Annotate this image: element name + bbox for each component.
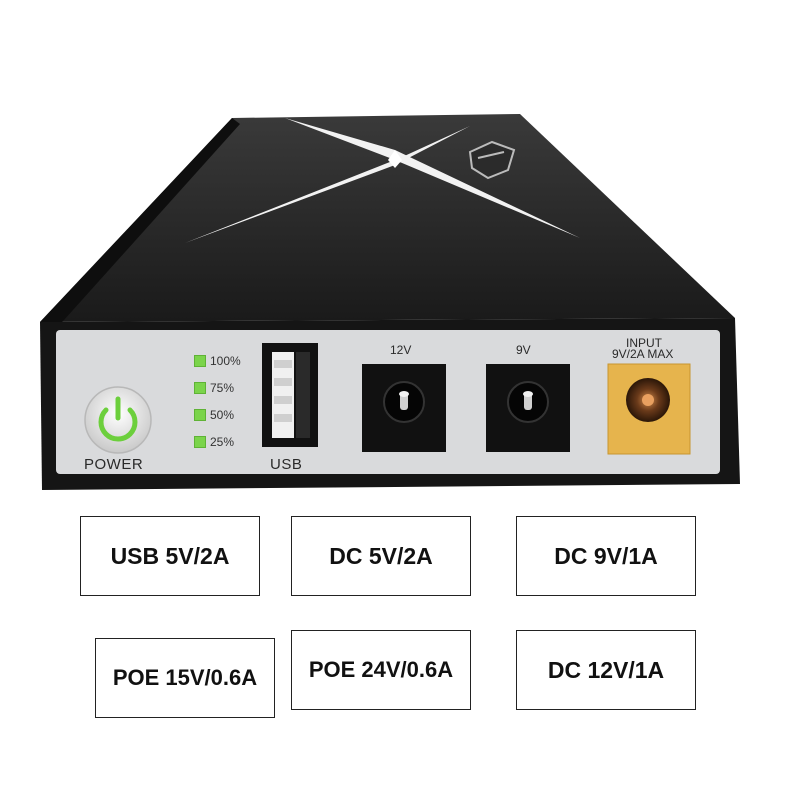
battery-led-25: 25%: [194, 435, 234, 449]
battery-led-75: 75%: [194, 381, 234, 395]
power-icon: [98, 396, 138, 442]
dc-12v-port[interactable]: [362, 364, 446, 452]
brand-shield-logo: [468, 140, 516, 180]
spec-dc-12v-1a: DC 12V/1A: [516, 630, 696, 710]
battery-level-label: 75%: [210, 381, 235, 395]
spec-poe-24v-0-6a: POE 24V/0.6A: [291, 630, 471, 710]
led-indicator: [194, 409, 206, 421]
spec-dc-9v-1a: DC 9V/1A: [516, 516, 696, 596]
battery-level-label: 50%: [210, 408, 235, 422]
x-stripe-logo: [185, 118, 580, 243]
spec-usb-5v-2a: USB 5V/2A: [80, 516, 260, 596]
battery-led-100: 100%: [194, 354, 241, 368]
power-label: POWER: [84, 456, 144, 473]
led-indicator: [194, 382, 206, 394]
port-12v-label: 12V: [390, 343, 412, 357]
led-indicator: [194, 436, 206, 448]
spec-dc-5v-2a: DC 5V/2A: [291, 516, 471, 596]
power-button[interactable]: [84, 386, 152, 454]
battery-led-50: 50%: [194, 408, 234, 422]
battery-level-label: 25%: [210, 435, 235, 449]
dc-9v-port[interactable]: [486, 364, 570, 452]
battery-level-label: 100%: [210, 354, 241, 368]
usb-label: USB: [270, 456, 303, 473]
usb-port[interactable]: [262, 343, 318, 447]
device-top: [40, 114, 735, 330]
led-indicator: [194, 355, 206, 367]
input-label-line1: INPUT: [626, 336, 662, 350]
ups-device-image: [40, 114, 740, 490]
input-label-line2: 9V/2A MAX: [612, 347, 674, 361]
input-port[interactable]: [607, 363, 691, 455]
spec-poe-15v-0-6a: POE 15V/0.6A: [95, 638, 275, 718]
port-9v-label: 9V: [516, 343, 531, 357]
